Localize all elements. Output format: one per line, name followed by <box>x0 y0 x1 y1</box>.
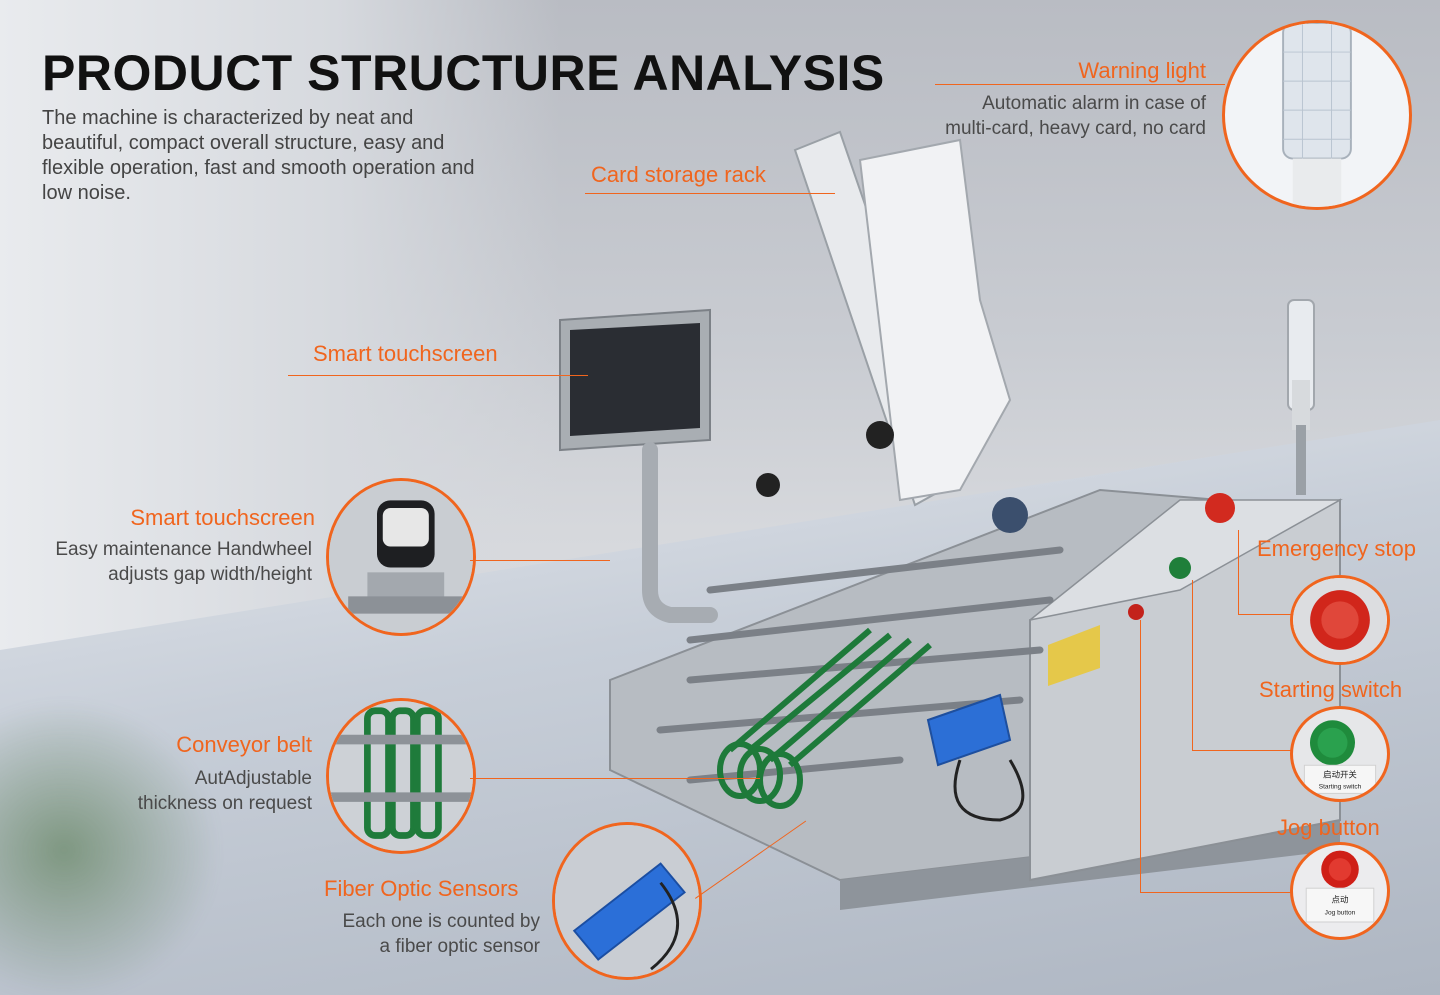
fiber-optic-sensors-desc: Each one is counted by a fiber optic sen… <box>342 911 540 957</box>
jog-button-plate-cn: 点动 <box>1332 894 1349 904</box>
starting-switch-label: Starting switch <box>1259 677 1403 702</box>
jog-button-icon: 点动 Jog button <box>1305 850 1375 923</box>
smart-touchscreen-leader-line <box>288 375 588 376</box>
jog-button-leader-line-h <box>1140 892 1292 893</box>
conveyor-belt-desc: AutAdjustable thickness on request <box>137 768 312 814</box>
card-storage-rack-leader-line <box>585 193 835 194</box>
fiber-optic-sensors-label: Fiber Optic Sensors <box>324 876 519 901</box>
conveyor-belt-detail-circle <box>326 698 476 854</box>
warning-light-leader-line <box>935 84 1225 85</box>
starting-switch-leader-line-h <box>1192 750 1292 751</box>
conveyor-belt-icon <box>329 701 473 851</box>
warning-light-desc: Automatic alarm in case of multi-card, h… <box>945 93 1206 139</box>
conveyor-belt-label: Conveyor belt <box>176 732 312 757</box>
blurred-plant <box>0 700 220 995</box>
jog-button-label: Jog button <box>1277 815 1380 840</box>
warning-light-detail-circle <box>1222 20 1412 210</box>
starting-switch-detail-circle: 启动开关 Starting switch <box>1290 706 1390 802</box>
emergency-stop-leader-line-h <box>1238 614 1294 615</box>
handwheel-icon <box>329 481 473 633</box>
handwheel-detail-circle <box>326 478 476 636</box>
fiber-optic-sensor-icon <box>555 825 699 977</box>
warning-light-icon <box>1282 23 1352 207</box>
jog-button-plate-en: Jog button <box>1325 909 1356 916</box>
handwheel-leader-line <box>470 560 610 561</box>
jog-button-leader-line-v <box>1140 620 1141 892</box>
page-title: PRODUCT STRUCTURE ANALYSIS <box>42 45 885 101</box>
card-storage-rack-label: Card storage rack <box>591 162 766 187</box>
conveyor-belt-leader-line <box>470 778 760 779</box>
starting-switch-plate-cn: 启动开关 <box>1323 769 1357 779</box>
fiber-optic-detail-circle <box>552 822 702 980</box>
emergency-stop-detail-circle <box>1290 575 1390 665</box>
handwheel-label: Smart touchscreen <box>130 505 315 530</box>
starting-switch-plate-en: Starting switch <box>1319 784 1362 791</box>
emergency-stop-leader-line-v <box>1238 530 1239 614</box>
starting-switch-leader-line-v <box>1192 580 1193 750</box>
emergency-stop-label: Emergency stop <box>1257 536 1416 561</box>
handwheel-desc: Easy maintenance Handwheel adjusts gap w… <box>55 539 312 585</box>
card-feeder-machine-illustration <box>559 130 1343 910</box>
emergency-stop-icon <box>1293 578 1387 662</box>
jog-button-detail-circle: 点动 Jog button <box>1290 842 1390 940</box>
starting-switch-icon: 启动开关 Starting switch <box>1303 720 1377 794</box>
intro-text: The machine is characterized by neat and… <box>42 107 475 204</box>
warning-light-label: Warning light <box>1078 58 1206 83</box>
smart-touchscreen-label: Smart touchscreen <box>313 341 498 366</box>
